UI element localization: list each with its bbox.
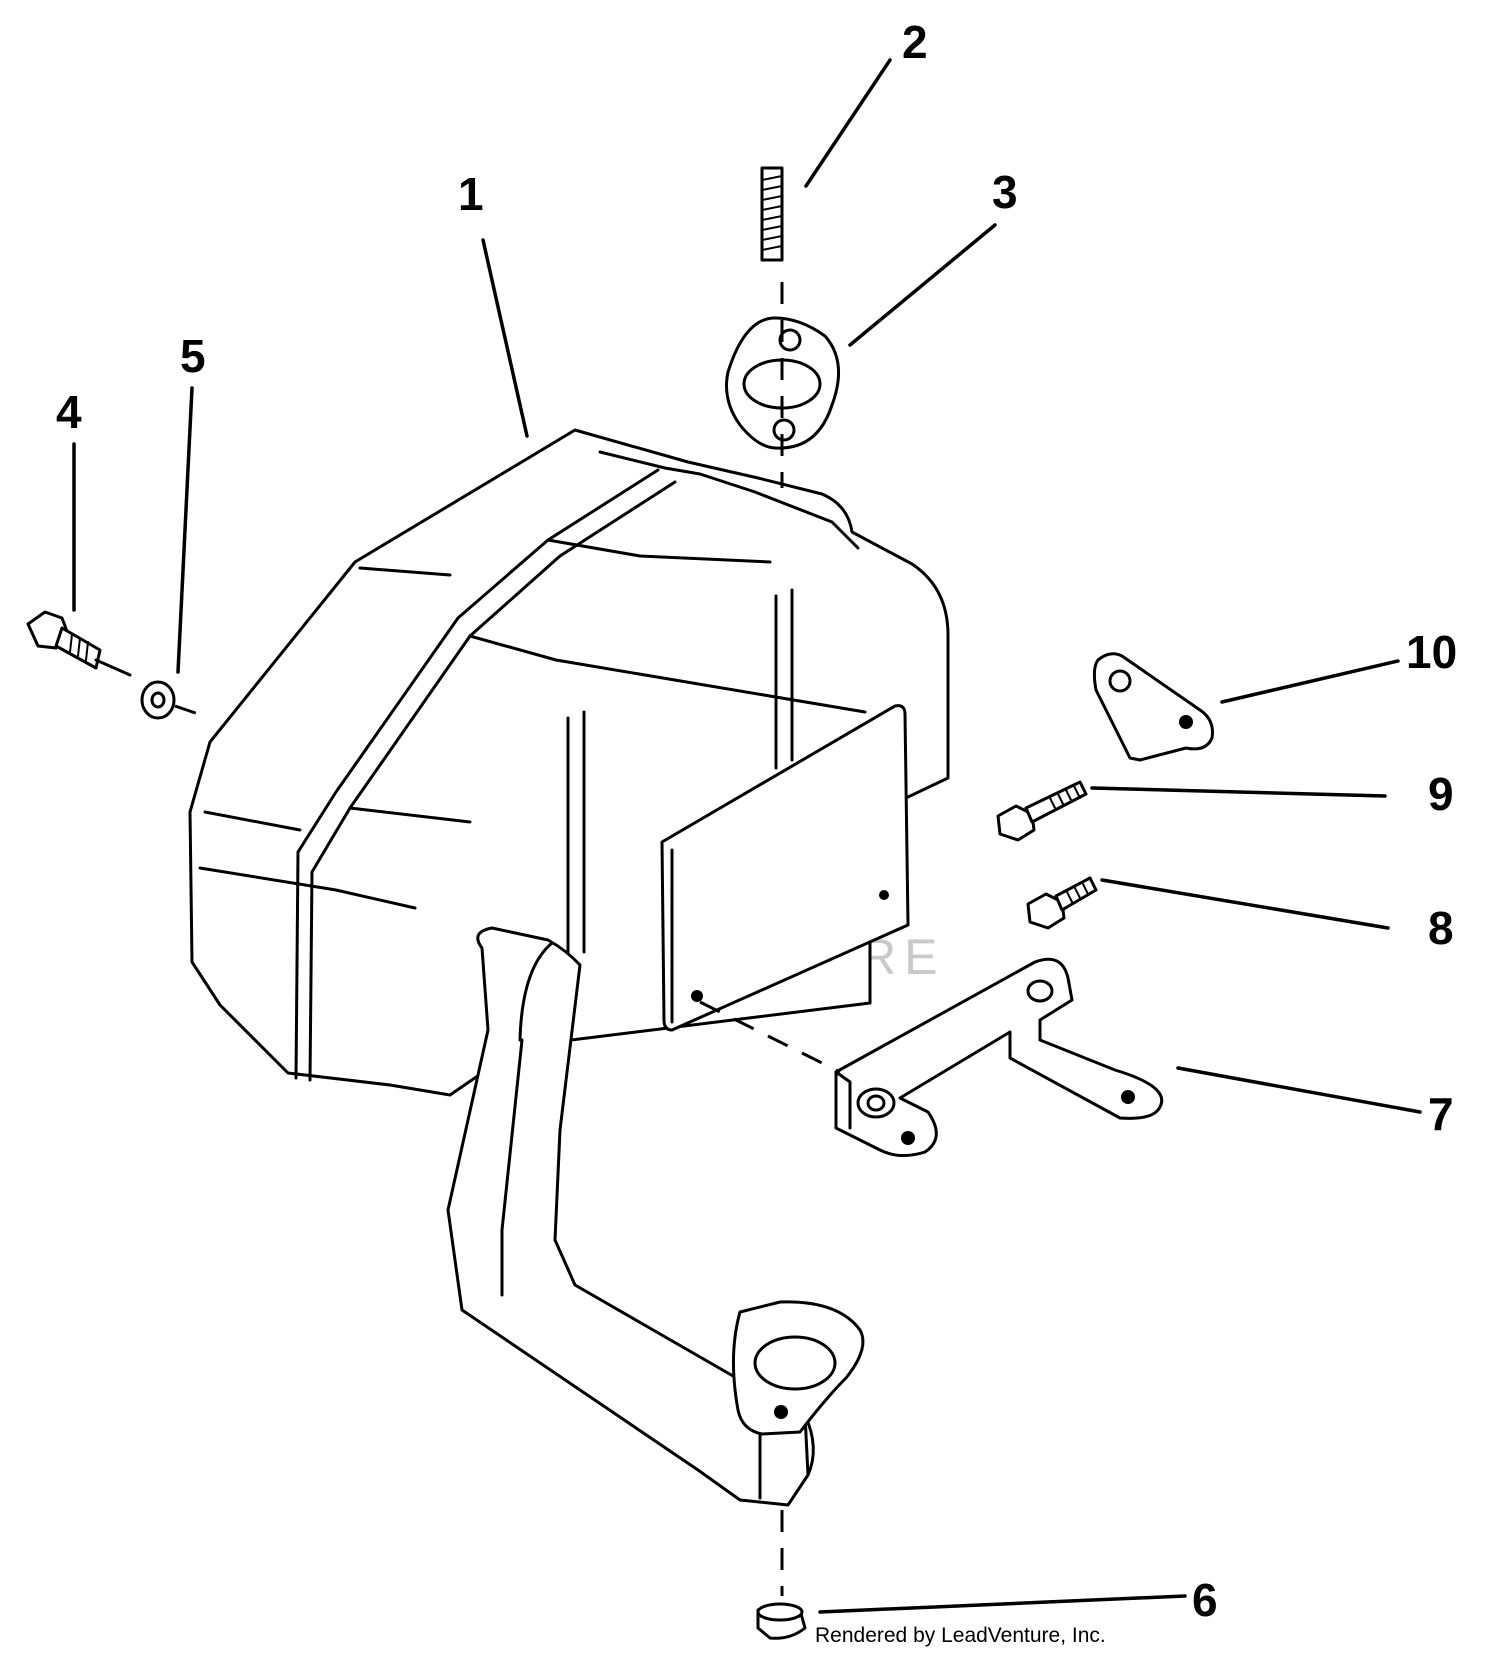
exhaust-gasket <box>725 316 841 450</box>
callout-1: 1 <box>458 168 484 220</box>
stud-bolt <box>760 166 784 262</box>
callout-10: 10 <box>1406 626 1457 678</box>
callout-3: 3 <box>992 166 1018 218</box>
flange-bolt <box>26 610 132 677</box>
callout-9: 9 <box>1428 768 1454 820</box>
callout-6: 6 <box>1192 1574 1218 1626</box>
callout-4: 4 <box>56 386 82 438</box>
drain-plug <box>756 1602 807 1640</box>
callout-7: 7 <box>1428 1088 1454 1140</box>
mounting-bracket <box>834 957 1164 1157</box>
callout-5: 5 <box>180 330 206 382</box>
render-credit: Rendered by LeadVenture, Inc. <box>815 1624 1106 1647</box>
cap-screw-long <box>996 780 1088 842</box>
leader-lines <box>72 58 1422 1614</box>
cap-screw-short <box>1026 876 1098 930</box>
heat-shield-plate <box>660 704 910 1032</box>
support-plate <box>1092 652 1214 762</box>
lock-washer <box>140 680 176 720</box>
callout-8: 8 <box>1428 902 1454 954</box>
exhaust-pipe <box>446 926 865 1507</box>
callout-2: 2 <box>902 16 928 68</box>
